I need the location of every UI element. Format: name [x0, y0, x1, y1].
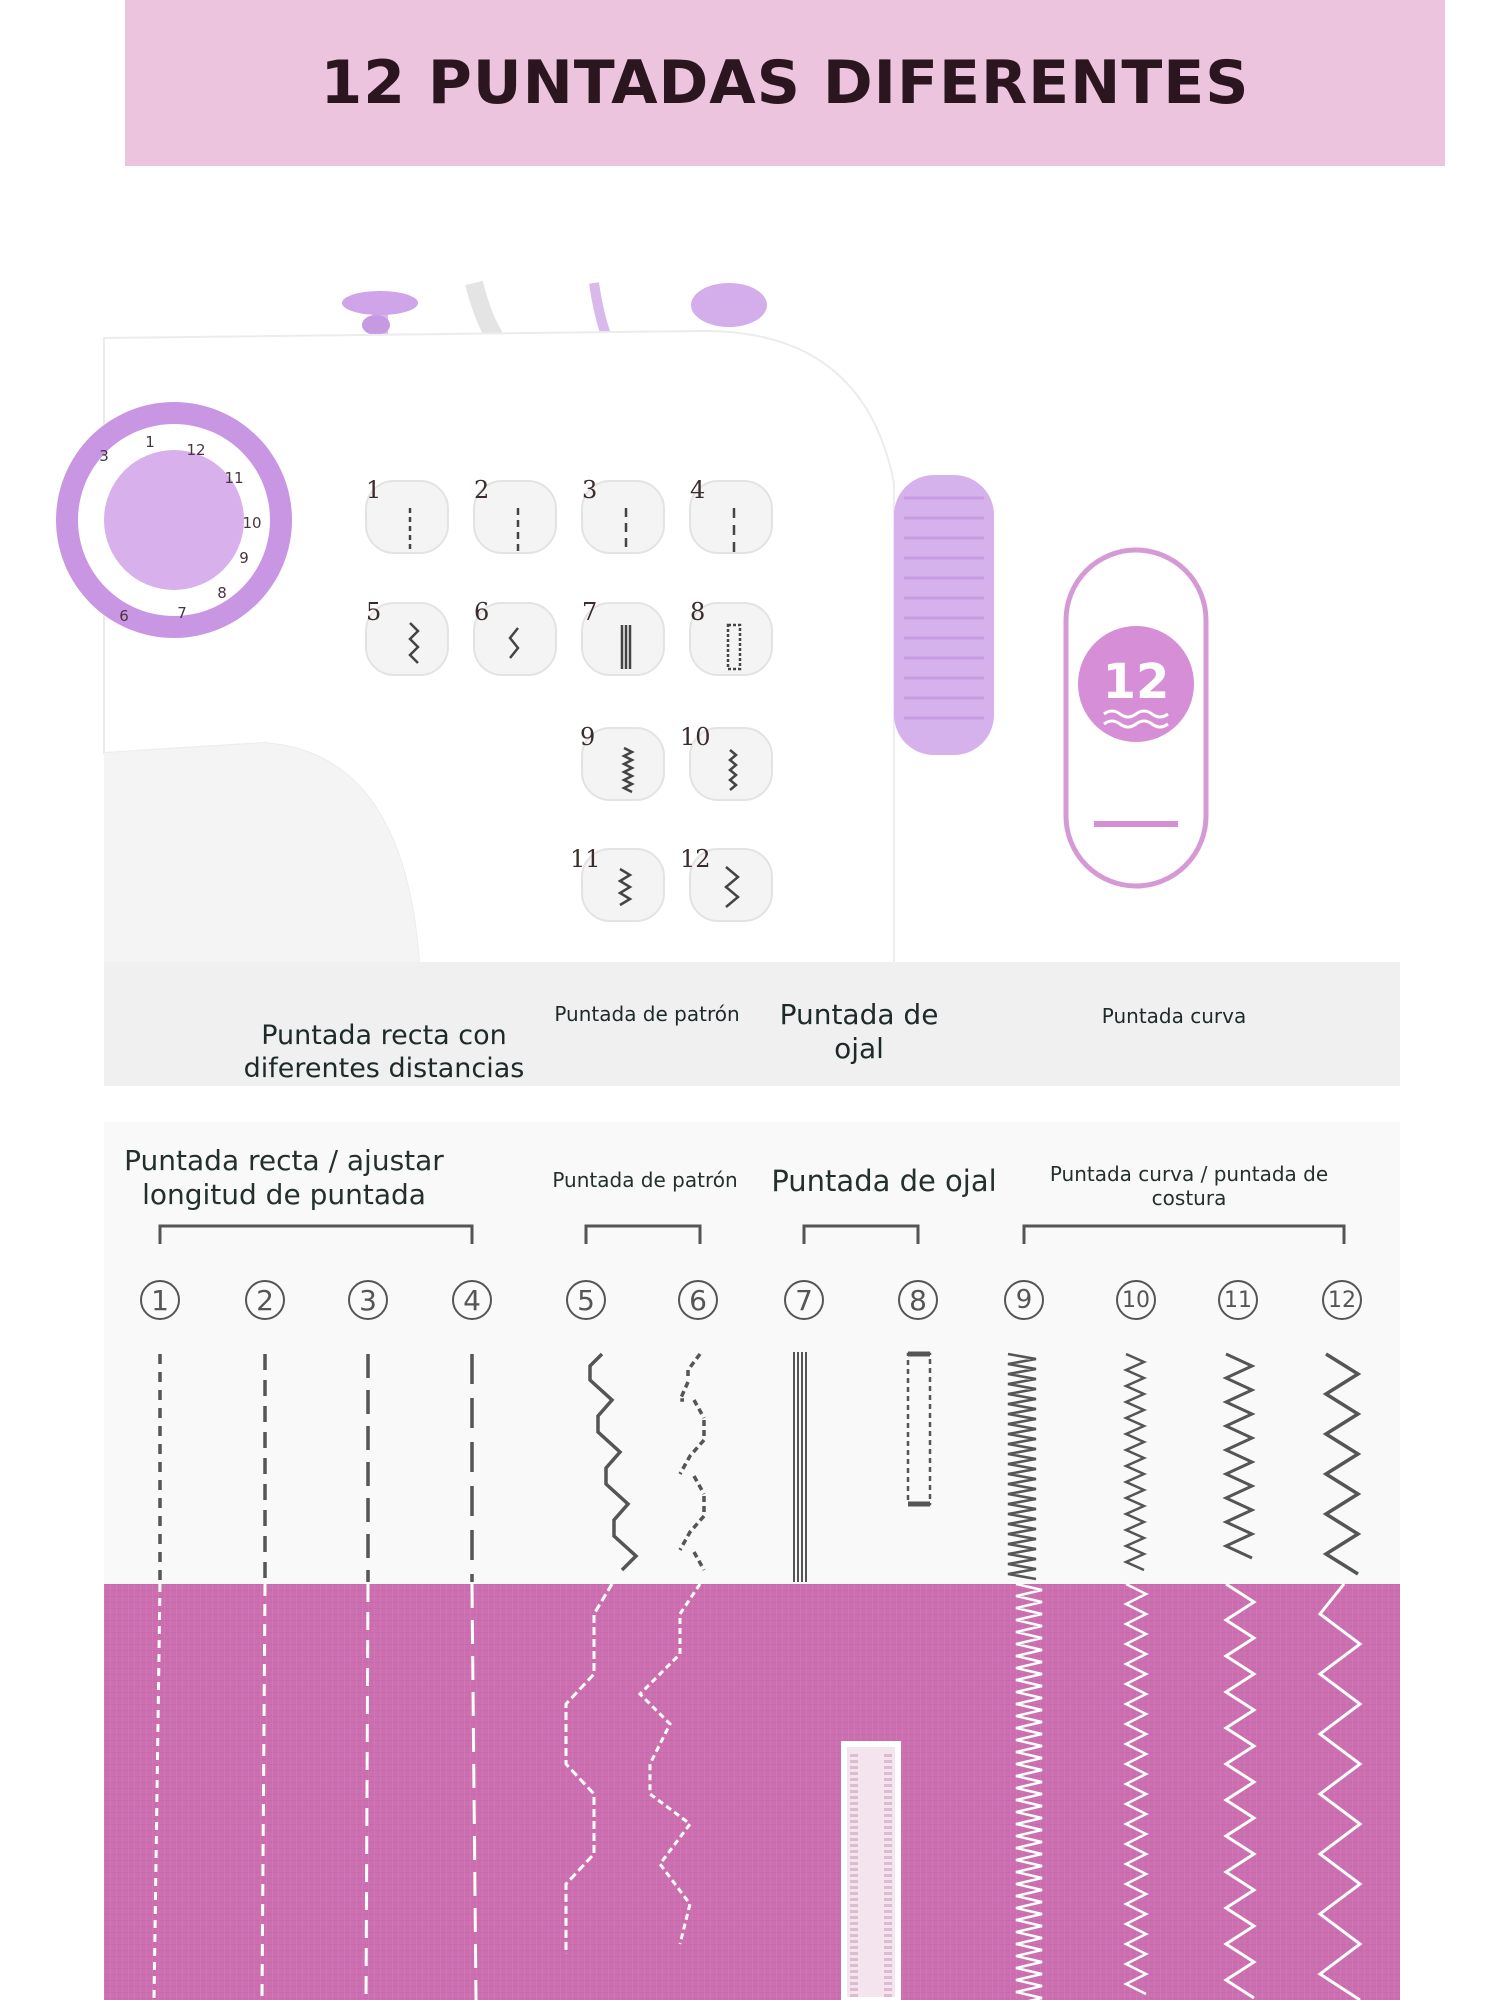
stitch-number: 7	[582, 598, 597, 626]
label-pattern-stitch: Puntada de patrón	[554, 1002, 740, 1026]
stitch-circle-6: 6	[678, 1280, 718, 1320]
dial-number: 12	[186, 441, 205, 459]
stitch-circle-2: 2	[245, 1280, 285, 1320]
stitch-pattern-diagrams	[158, 1351, 1362, 1582]
stitch-circle-12: 12	[1322, 1280, 1362, 1320]
stitch-circle-3: 3	[348, 1280, 388, 1320]
group-label-curve: Puntada curva / puntada de costura	[1049, 1162, 1329, 1210]
stitch-number: 9	[580, 723, 595, 751]
dial-number: 7	[177, 604, 187, 622]
fabric-stitch-samples	[104, 1582, 1400, 2000]
stitch-circle-4: 4	[452, 1280, 492, 1320]
label-curve-stitch: Puntada curva	[1101, 1004, 1247, 1028]
stitch-brackets	[158, 1224, 1346, 1244]
top-label-band: Puntada recta con diferentes distancias …	[104, 962, 1400, 1086]
stitch-number: 11	[570, 845, 601, 873]
sewing-machine-illustration: 3 1 12 11 10 9 8 7 6 1 2 3 4 5 6 7 8 9 1…	[56, 280, 994, 964]
dial-number: 1	[145, 433, 155, 451]
stitch-circle-8: 8	[898, 1280, 938, 1320]
label-straight-stitch: Puntada recta con diferentes distancias	[243, 1020, 525, 1084]
stitch-count-badge-number: 12	[1103, 654, 1170, 710]
stitch-number: 1	[366, 476, 381, 504]
header-banner: 12 PUNTADAS DIFERENTES	[125, 0, 1445, 166]
stitch-number: 8	[690, 598, 705, 626]
stitch-number: 2	[474, 476, 489, 504]
stitch-number: 10	[680, 723, 711, 751]
stitch-number: 3	[582, 476, 597, 504]
stitch-circle-9: 9	[1004, 1280, 1044, 1320]
group-label-straight: Puntada recta / ajustar longitud de punt…	[124, 1144, 444, 1211]
dial-number: 8	[217, 584, 227, 602]
stitch-count-callout: 12	[1063, 547, 1209, 889]
stitch-number: 12	[680, 845, 711, 873]
dial-number: 6	[119, 607, 129, 625]
stitch-diagram-panel: Puntada recta / ajustar longitud de punt…	[104, 1122, 1400, 1584]
stitch-circle-1: 1	[140, 1280, 180, 1320]
group-label-buttonhole: Puntada de ojal	[771, 1164, 997, 1198]
stitch-number: 6	[474, 598, 489, 626]
stitch-circle-10: 10	[1116, 1280, 1156, 1320]
stitch-circle-5: 5	[566, 1280, 606, 1320]
stitch-number: 5	[366, 598, 381, 626]
dial-number: 9	[239, 549, 249, 567]
dial-number: 3	[99, 447, 109, 465]
dial-number: 11	[224, 469, 243, 487]
dial-number: 10	[242, 514, 261, 532]
label-buttonhole-stitch: Puntada de ojal	[779, 998, 939, 1066]
page-title: 12 PUNTADAS DIFERENTES	[320, 48, 1250, 118]
stitch-circle-7: 7	[784, 1280, 824, 1320]
stitch-circle-11: 11	[1218, 1280, 1258, 1320]
stitch-number: 4	[690, 476, 705, 504]
group-label-pattern: Puntada de patrón	[552, 1168, 738, 1192]
